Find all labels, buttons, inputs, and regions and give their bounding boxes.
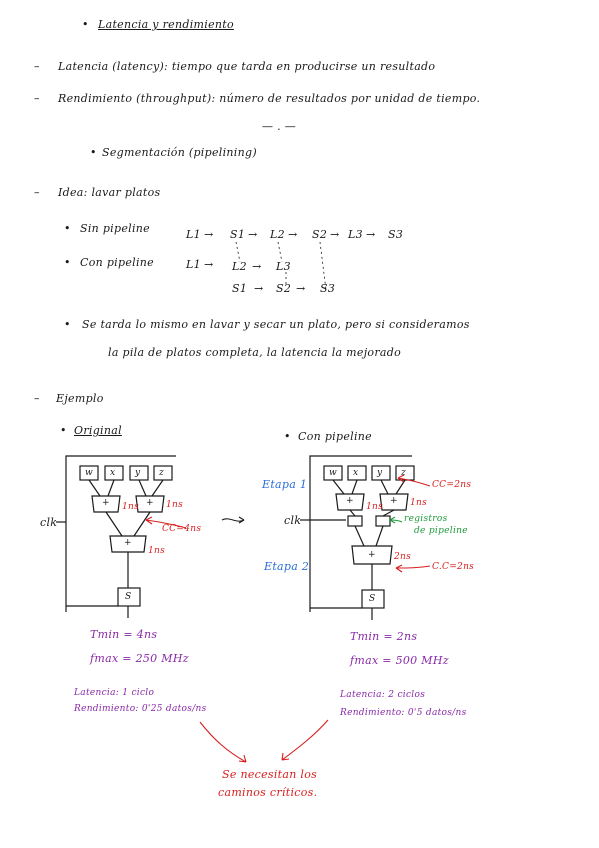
left-input-x: x <box>110 468 116 478</box>
etapa-1-label: Etapa 1 <box>262 478 308 491</box>
arrow: → <box>296 282 306 295</box>
left-input-y: y <box>135 468 141 478</box>
seq2-s1: S1 <box>232 282 248 295</box>
right-input-y: y <box>377 468 383 478</box>
conclusion-line-1: Se necesitan los <box>222 768 318 781</box>
etapa-2-label: Etapa 2 <box>264 560 310 573</box>
seq1-s1: S1 <box>230 228 246 241</box>
arrow: → <box>254 282 264 295</box>
arrow: → <box>330 228 340 241</box>
left-latencia: Latencia: 1 ciclo <box>74 688 155 698</box>
seq2-l3: L3 <box>276 260 291 273</box>
right-delay-c: 2ns <box>394 552 412 562</box>
seq1-l1: L1 <box>186 228 201 241</box>
left-adder-c: + <box>124 538 132 548</box>
right-delay-a: 1ns <box>366 502 384 512</box>
right-output-register: S <box>369 594 376 604</box>
right-input-x: x <box>353 468 359 478</box>
left-clk-label: clk <box>40 516 58 529</box>
seq2-s2: S2 <box>276 282 292 295</box>
note-line-1: Se tarda lo mismo en lavar y secar un pl… <box>82 318 470 331</box>
right-fmax: fmax = 500 MHz <box>350 654 449 667</box>
segmentacion-title: Segmentación (pipelining) <box>102 146 257 159</box>
idea-heading: Idea: lavar platos <box>58 186 161 199</box>
dash-bullet: – <box>34 186 40 199</box>
arrow: → <box>248 228 258 241</box>
arrow: → <box>204 258 214 271</box>
arrow: → <box>252 260 262 273</box>
right-adder-a: + <box>346 496 354 506</box>
dash-bullet: – <box>34 392 40 405</box>
pipeline-registers-label-2: de pipeline <box>414 526 468 536</box>
pipeline-registers-label-1: registros <box>404 514 448 524</box>
con-pipeline-label: Con pipeline <box>80 256 154 269</box>
right-input-z: z <box>401 468 407 478</box>
right-adder-c: + <box>368 550 376 560</box>
left-clock-wire <box>65 455 176 612</box>
arrow: → <box>204 228 214 241</box>
arrow: → <box>366 228 376 241</box>
list-bullet: • <box>64 318 71 331</box>
left-output-register: S <box>125 592 132 602</box>
left-clock-cycle: CC=4ns <box>162 524 202 534</box>
left-rendimiento: Rendimiento: 0'25 datos/ns <box>74 704 207 714</box>
dash-bullet: – <box>34 92 40 105</box>
right-adder-b: + <box>390 496 398 506</box>
dash-bullet: – <box>34 60 40 73</box>
right-tmin: Tmin = 2ns <box>350 630 418 643</box>
right-delay-b: 1ns <box>410 498 428 508</box>
seq2-l1: L1 <box>186 258 201 271</box>
list-bullet: • <box>284 430 291 443</box>
left-tmin: Tmin = 4ns <box>90 628 158 641</box>
left-input-w: w <box>85 468 94 478</box>
seq2-l2: L2 <box>232 260 247 273</box>
seq1-s3: S3 <box>388 228 404 241</box>
seq1-l2: L2 <box>270 228 285 241</box>
note-line-2: la pila de platos completa, la latencia … <box>108 346 402 359</box>
rendimiento-definition: Rendimiento (throughput): número de resu… <box>58 92 481 105</box>
right-clock-cycle-top: CC=2ns <box>432 480 472 490</box>
seq1-s2: S2 <box>312 228 328 241</box>
left-delay-b: 1ns <box>166 500 184 510</box>
original-heading: Original <box>74 424 122 437</box>
page-title: Latencia y rendimiento <box>98 18 234 31</box>
sin-pipeline-label: Sin pipeline <box>80 222 150 235</box>
left-adder-a: + <box>102 498 110 508</box>
left-delay-c: 1ns <box>148 546 166 556</box>
right-clock-cycle-bottom: C.C=2ns <box>432 562 475 572</box>
list-bullet: • <box>64 222 71 235</box>
seq2-s3: S3 <box>320 282 336 295</box>
left-fmax: fmax = 250 MHz <box>90 652 189 665</box>
separator: — . — <box>262 120 296 133</box>
left-adder-b: + <box>146 498 154 508</box>
list-bullet: • <box>64 256 71 269</box>
seq1-l3: L3 <box>348 228 363 241</box>
left-delay-a: 1ns <box>122 502 140 512</box>
title-bullet: • <box>82 18 89 31</box>
left-input-z: z <box>159 468 165 478</box>
con-pipeline-heading: Con pipeline <box>298 430 372 443</box>
right-input-w: w <box>329 468 338 478</box>
arrow: → <box>288 228 298 241</box>
right-latencia: Latencia: 2 ciclos <box>340 690 426 700</box>
right-clock-wire <box>309 455 412 612</box>
latencia-definition: Latencia (latency): tiempo que tarda en … <box>58 60 436 73</box>
section-bullet: • <box>90 146 97 159</box>
right-rendimiento: Rendimiento: 0'5 datos/ns <box>340 708 467 718</box>
conclusion-line-2: caminos críticos. <box>218 786 318 799</box>
list-bullet: • <box>60 424 67 437</box>
ejemplo-heading: Ejemplo <box>56 392 104 405</box>
right-clk-label: clk <box>284 514 302 527</box>
